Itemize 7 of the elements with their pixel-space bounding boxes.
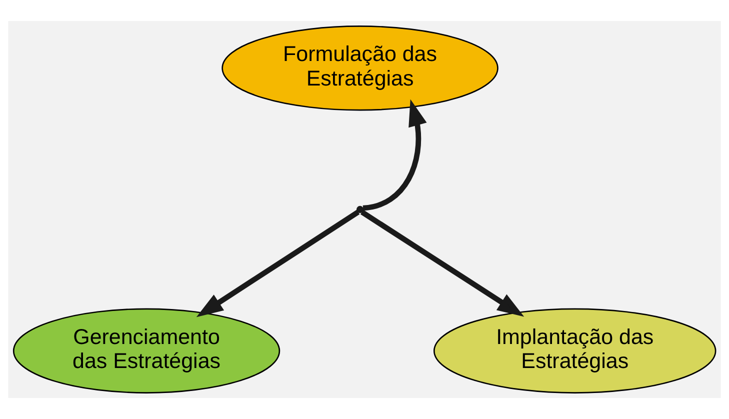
arrow xyxy=(360,210,524,317)
arrow xyxy=(196,210,360,318)
node-point xyxy=(356,206,364,214)
node-ellipse: Formulação das Estratégias xyxy=(222,26,498,111)
node-ellipse: Gerenciamento das Estratégias xyxy=(12,308,280,394)
arrow xyxy=(362,99,427,211)
node-ellipse: Implantação das Estratégias xyxy=(433,308,716,394)
